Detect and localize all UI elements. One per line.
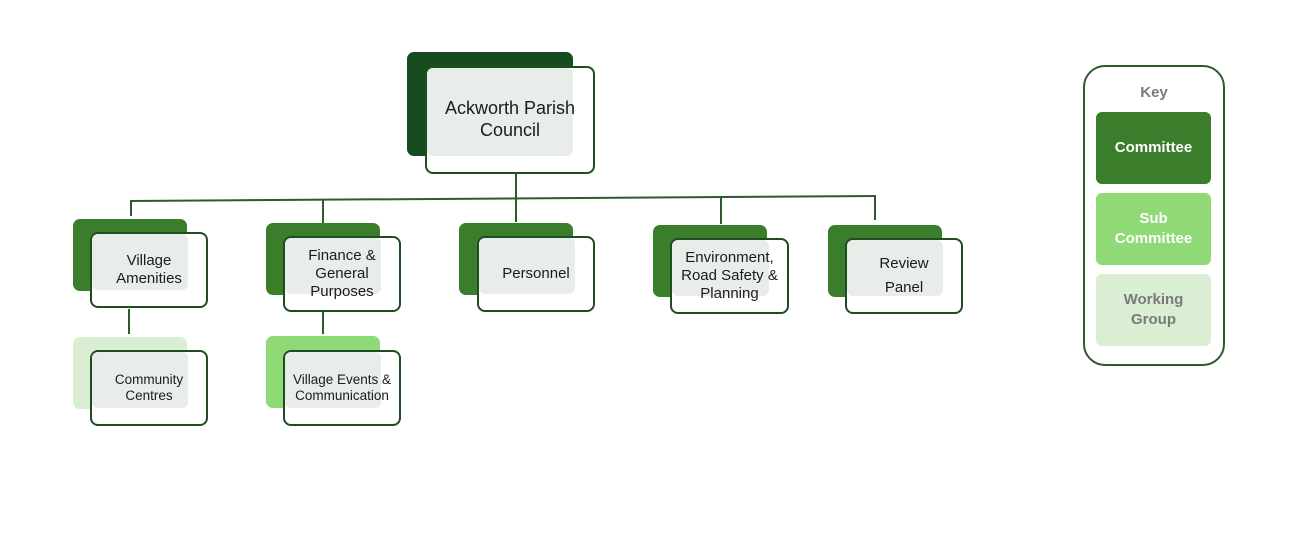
- node-label: Village Amenities: [116, 251, 182, 287]
- node-label: Ackworth Parish Council: [444, 98, 576, 140]
- legend-title: Key: [1140, 84, 1168, 101]
- node-box: Personnel: [477, 236, 595, 312]
- node-label: Review Panel: [879, 255, 929, 296]
- node-label: Personnel: [502, 264, 570, 282]
- node-box: Finance & General Purposes: [283, 236, 401, 312]
- node-label: Village Events & Communication: [292, 371, 392, 403]
- node-label: Finance & General Purposes: [308, 246, 376, 301]
- node-box: Village Amenities: [90, 232, 208, 308]
- node-box: Review Panel: [845, 238, 963, 314]
- branch-bar: [129, 195, 877, 202]
- node-box: Environment, Road Safety & Planning: [670, 238, 789, 314]
- legend-item-committee: Committee: [1096, 112, 1211, 184]
- node-box: Village Events & Communication: [283, 350, 401, 426]
- node-box: Community Centres: [90, 350, 208, 426]
- legend-item-sub-committee: Sub Committee: [1096, 193, 1211, 265]
- node-label: Community Centres: [114, 371, 184, 403]
- node-box: Ackworth Parish Council: [425, 66, 595, 174]
- legend-key: Key Committee Sub Committee Working Grou…: [1083, 65, 1225, 366]
- legend-item-working-group: Working Group: [1096, 274, 1211, 346]
- node-label: Environment, Road Safety & Planning: [681, 248, 778, 303]
